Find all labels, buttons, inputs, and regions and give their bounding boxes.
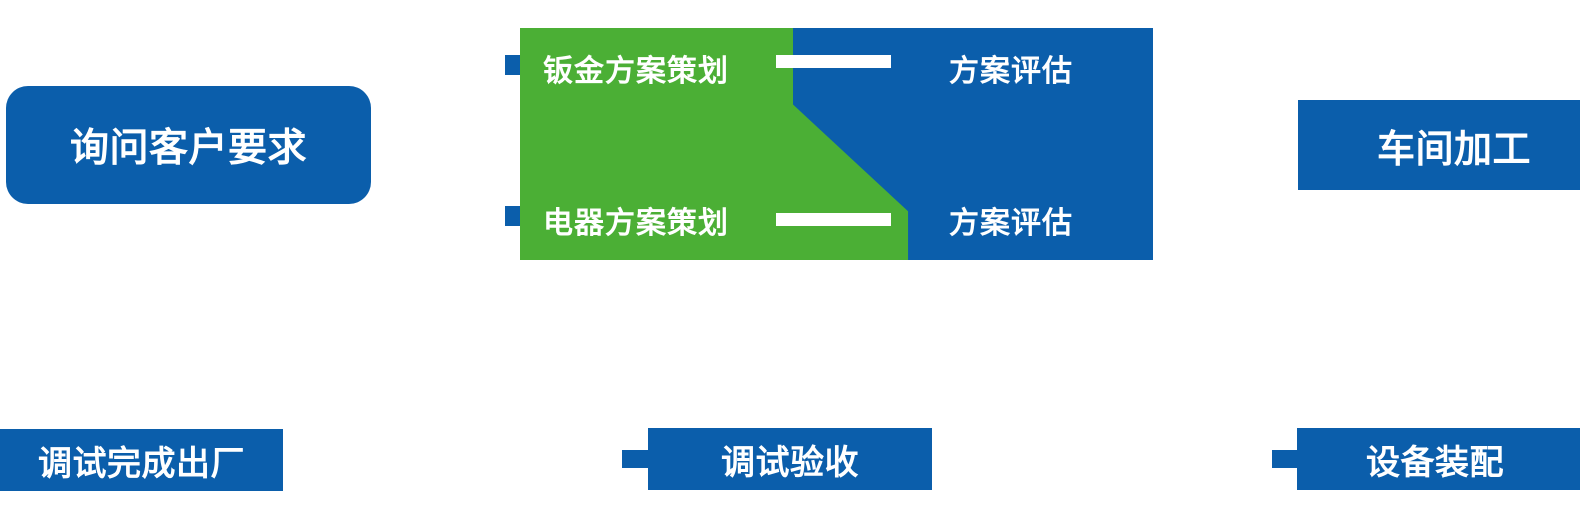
node-debug-acceptance[interactable]: 调试验收	[648, 428, 932, 490]
node-debug-complete-shipped[interactable]: 调试完成出厂	[0, 429, 283, 491]
planning-review-group: 钣金方案策划 电器方案策划 方案评估 方案评估	[505, 28, 1153, 260]
connector-electrical-to-review	[776, 213, 891, 226]
connector-stub-acceptance	[622, 450, 650, 468]
node-inquiry-customer-requirements[interactable]: 询问客户要求	[6, 86, 371, 204]
node-assembly-label: 设备装配	[1366, 443, 1504, 482]
node-shipped-label: 调试完成出厂	[38, 444, 245, 483]
label-electrical-planning[interactable]: 电器方案策划	[543, 207, 729, 240]
label-review-top[interactable]: 方案评估	[949, 55, 1073, 88]
node-acceptance-label: 调试验收	[721, 443, 859, 482]
node-workshop-label: 车间加工	[1376, 128, 1531, 171]
connector-sheetmetal-to-review	[776, 55, 891, 68]
node-workshop-processing[interactable]: 车间加工	[1298, 100, 1580, 190]
node-equipment-assembly[interactable]: 设备装配	[1297, 428, 1580, 490]
connector-stub-assembly	[1272, 450, 1300, 468]
node-inquiry-label: 询问客户要求	[69, 127, 307, 170]
label-sheetmetal-planning[interactable]: 钣金方案策划	[543, 55, 729, 88]
label-review-bottom[interactable]: 方案评估	[949, 207, 1073, 240]
